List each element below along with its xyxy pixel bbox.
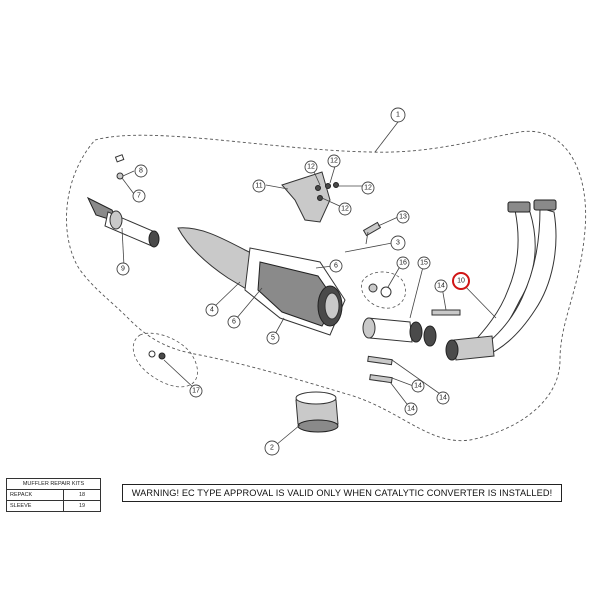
clamp-part — [148, 350, 166, 360]
callout-3: 3 — [390, 235, 406, 251]
link-pipe-part — [362, 317, 437, 347]
callout-5: 5 — [266, 331, 280, 345]
callout-11: 11 — [252, 179, 266, 193]
repair-kits-title: MUFFLER REPAIR KITS — [6, 478, 101, 490]
spring-part — [362, 221, 382, 245]
callout-10-highlighted: 10 — [452, 272, 470, 290]
callout-16: 16 — [396, 256, 410, 270]
callout-3-label: 3 — [396, 240, 400, 247]
gasket-group-outline — [361, 271, 406, 309]
callout-12c: 12 — [361, 181, 375, 195]
callout-5-label: 5 — [271, 335, 275, 342]
callout-14b-label: 14 — [439, 395, 447, 402]
callout-17-label: 17 — [192, 388, 200, 395]
callout-10-label: 10 — [457, 278, 465, 285]
callout-14d: 14 — [404, 402, 418, 416]
callout-6b-label: 6 — [232, 319, 236, 326]
callout-8: 8 — [134, 164, 148, 178]
callout-14c-label: 14 — [414, 383, 422, 390]
callout-12d: 12 — [338, 202, 352, 216]
repair-kit-label: SLEEVE — [6, 500, 64, 512]
callout-14a: 14 — [434, 279, 448, 293]
callout-14d-label: 14 — [407, 406, 415, 413]
callout-16-label: 16 — [399, 260, 407, 267]
callout-13: 13 — [396, 210, 410, 224]
callout-6a: 6 — [329, 259, 343, 273]
springs-part — [367, 309, 461, 384]
callout-12b-label: 12 — [330, 158, 338, 165]
gasket-part — [368, 283, 392, 298]
callout-2-label: 2 — [270, 445, 274, 452]
callout-6a-label: 6 — [334, 263, 338, 270]
callout-8-label: 8 — [139, 168, 143, 175]
callout-6b: 6 — [227, 315, 241, 329]
callout-14b: 14 — [436, 391, 450, 405]
mounting-bracket-part — [281, 171, 339, 223]
clamp-group-outline — [132, 332, 198, 388]
callout-17: 17 — [189, 384, 203, 398]
warning-text: WARNING! EC TYPE APPROVAL IS VALID ONLY … — [131, 488, 553, 498]
callout-9-label: 9 — [121, 266, 125, 273]
kit-outline-dashed — [66, 130, 587, 442]
repair-kit-number: 19 — [63, 500, 101, 512]
callout-7: 7 — [132, 189, 146, 203]
callout-12a-label: 12 — [307, 164, 315, 171]
callout-2: 2 — [264, 440, 280, 456]
table-row: REPACK 18 — [6, 489, 101, 501]
callout-9: 9 — [116, 262, 130, 276]
end-cap-part — [86, 196, 160, 248]
muffler-repair-kits-table: MUFFLER REPAIR KITS REPACK 18 SLEEVE 19 — [6, 478, 101, 512]
callout-14c: 14 — [411, 379, 425, 393]
hardware-small-parts — [114, 154, 125, 180]
callout-12a: 12 — [304, 160, 318, 174]
callout-12d-label: 12 — [341, 206, 349, 213]
callout-11-label: 11 — [255, 183, 262, 190]
callout-4: 4 — [205, 303, 219, 317]
callout-13-label: 13 — [399, 214, 407, 221]
callout-15: 15 — [417, 256, 431, 270]
callout-1-label: 1 — [396, 112, 400, 119]
callout-14a-label: 14 — [437, 283, 445, 290]
repair-kit-number: 18 — [63, 489, 101, 501]
repair-kit-label: REPACK — [6, 489, 64, 501]
callout-1: 1 — [390, 107, 406, 123]
sleeve-part — [295, 391, 339, 433]
callout-12b: 12 — [327, 154, 341, 168]
callout-7-label: 7 — [137, 193, 141, 200]
muffler-body-part — [177, 227, 346, 336]
callout-4-label: 4 — [210, 307, 214, 314]
header-pipe-part — [445, 199, 557, 361]
callout-12c-label: 12 — [364, 185, 372, 192]
warning-banner: WARNING! EC TYPE APPROVAL IS VALID ONLY … — [122, 484, 562, 502]
repair-kits-header-row: MUFFLER REPAIR KITS — [6, 478, 101, 490]
table-row: SLEEVE 19 — [6, 500, 101, 512]
callout-15-label: 15 — [420, 260, 428, 267]
